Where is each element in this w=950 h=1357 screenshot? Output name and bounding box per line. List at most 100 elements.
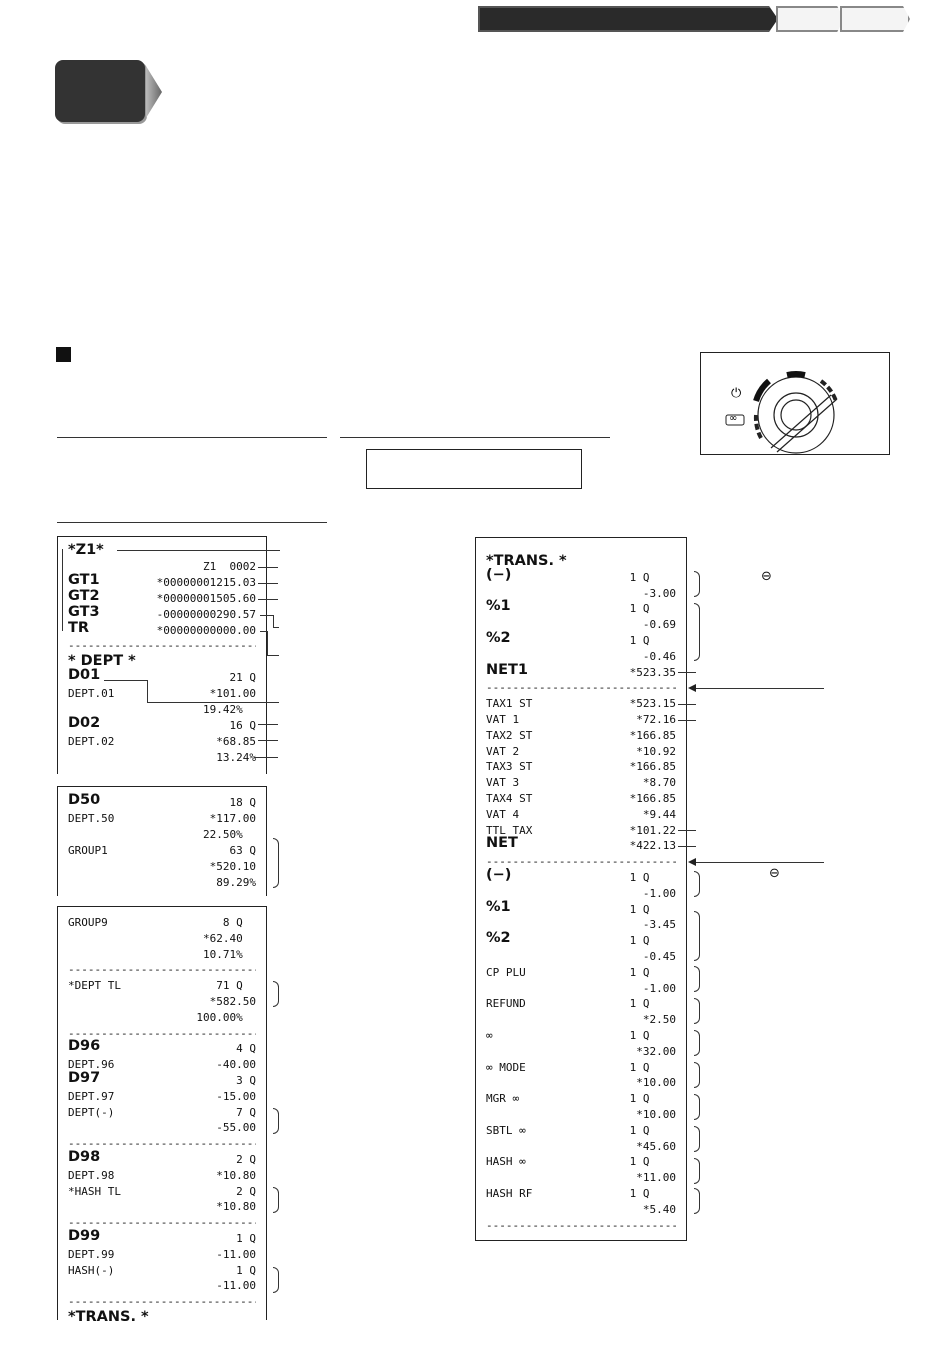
leader-tr-h [267, 655, 279, 656]
brace-refund [694, 998, 700, 1024]
section-bullet [56, 347, 71, 362]
receipt-line: 13.24% [68, 750, 256, 766]
receipt-line-value: *10.92 [636, 744, 676, 758]
receipt-line-label: TTL TAX [486, 823, 533, 837]
section-badge-arrow [146, 66, 162, 118]
receipt-line: DEPT.98*10.80 [68, 1168, 256, 1184]
section-badge [55, 60, 145, 122]
leader-tr [260, 631, 268, 632]
receipt-line-value: *10.80 [216, 1168, 256, 1182]
receipt-line-value: *11.00 [636, 1171, 676, 1185]
receipt-line-value: *45.60 [636, 1139, 676, 1153]
receipt-line-value: 19.42% [203, 703, 256, 716]
leader-gt3-v [273, 615, 274, 627]
receipt-line-label: TAX2 ST [486, 728, 533, 742]
minus-circle-icon: ⊖ [761, 569, 772, 584]
receipt-line: TAX1 ST*523.15 [486, 696, 676, 712]
receipt-line: ∞1 Q [486, 1028, 676, 1044]
receipt-line-value: *32.00 [636, 1044, 676, 1058]
receipt-line: Z1 0002 [68, 559, 256, 575]
receipt-line-label: NET [486, 835, 518, 852]
brace-mgr [694, 1094, 700, 1120]
receipt-line-value: 3 Q [236, 1074, 256, 1087]
receipt-line-label: VAT 4 [486, 807, 520, 821]
receipt-line: -3.45 [486, 917, 676, 933]
receipt-line: *32.00 [486, 1044, 676, 1060]
receipt-line-value: *68.85 [216, 734, 256, 748]
receipt-line-value: *523.15 [629, 697, 676, 711]
brace-cpplu [694, 966, 700, 992]
receipt-line-label: D98 [68, 1149, 101, 1165]
receipt-line-label: TAX4 ST [486, 792, 533, 805]
receipt-line: HASH(-)1 Q [68, 1263, 256, 1279]
receipt-line-label: D96 [68, 1038, 101, 1055]
receipt-line: -55.00 [68, 1120, 256, 1136]
receipt-line: *11.00 [486, 1170, 676, 1186]
separator-dashes: ---------------------------------------- [68, 1216, 256, 1230]
receipt-line-value: *520.10 [209, 859, 256, 873]
receipt-line-label: SBTL ∞ [486, 1123, 526, 1137]
receipt-line: TTL TAX*101.22 [486, 823, 676, 839]
receipt-line-value: *9.44 [642, 807, 676, 821]
receipt-line-value: 18 Q [229, 796, 257, 809]
receipt-separator: ---------------------------------------- [68, 962, 256, 978]
receipt-line: MGR ∞1 Q [486, 1091, 676, 1107]
separator-dashes: ---------------------------------------- [68, 963, 256, 977]
receipt-line-label: D50 [68, 792, 101, 808]
leader-z1 [117, 550, 280, 551]
receipt-line-value: 63 Q [229, 843, 257, 857]
bracket-left-v [62, 549, 63, 631]
mode-key-icon [725, 371, 838, 454]
receipt-line-value: 1 Q [629, 871, 676, 884]
receipt-line-value: 1 Q [236, 1263, 256, 1277]
leader-tax1 [678, 704, 696, 705]
receipt-line: GT1*00000001215.03 [68, 572, 256, 591]
receipt-line-value: 8 Q [222, 916, 256, 929]
receipt-line-label: DEPT.01 [68, 687, 115, 701]
receipt-line-value: *101.00 [209, 687, 256, 701]
receipt-line-label: TR [68, 619, 90, 636]
receipt-line-value: 1 Q [629, 934, 676, 948]
header-tab-2 [776, 6, 844, 32]
brace-trans-pct [694, 603, 700, 661]
receipt-line: VAT 3*8.70 [486, 775, 676, 791]
brace-dept-tl [273, 981, 279, 1007]
receipt-line: DEPT.50*117.00 [68, 811, 256, 827]
receipt-line-value: -11.00 [216, 1247, 256, 1261]
receipt-line-value: -15.00 [216, 1089, 256, 1103]
receipt-line: DEPT.99-11.00 [68, 1247, 256, 1263]
receipt-line-value: *166.85 [629, 760, 676, 774]
separator-dashes: ---------------------------------------- [68, 1026, 256, 1040]
receipt-line: DEPT.01 *101.00 [68, 686, 256, 702]
receipt-line-value: *00000001505.60 [156, 591, 256, 605]
receipt-line: *10.00 [486, 1107, 676, 1123]
receipt-line: 19.42% [68, 702, 256, 718]
receipt-line: D50 18 Q [68, 792, 257, 811]
separator-dashes: ---------------------------------------- [68, 1295, 256, 1309]
receipt-line-label: %2 [486, 630, 511, 646]
receipt-line-value: 1 Q [629, 1029, 676, 1042]
mode-key-switch: ⏻ ∞ [700, 352, 890, 455]
receipt-line: NET*422.13 [486, 835, 676, 854]
receipt-line-value: 21 Q [229, 671, 257, 685]
receipt-line: VAT 2*10.92 [486, 744, 676, 760]
receipt-line-value: -1.00 [642, 886, 676, 900]
receipt-line: * DEPT * [68, 654, 256, 670]
receipt-separator: ---------------------------------------- [486, 854, 676, 870]
receipt-line: -3.00 [486, 586, 676, 602]
leader-d02-amt [258, 740, 278, 741]
brace-minus-2 [694, 871, 700, 897]
receipt-line-value: -40.00 [216, 1058, 256, 1072]
receipt-line: VAT 1*72.16 [486, 712, 676, 728]
receipt-line-value: 16 Q [229, 718, 257, 732]
leader-d01-b [147, 680, 148, 702]
